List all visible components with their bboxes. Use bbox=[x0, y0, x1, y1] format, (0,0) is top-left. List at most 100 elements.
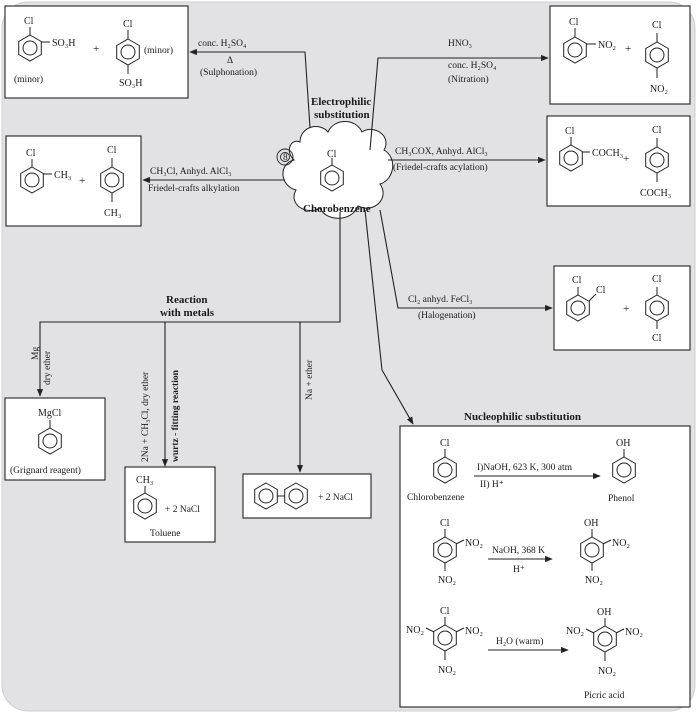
svg-text:Chlorobenzene: Chlorobenzene bbox=[407, 493, 465, 503]
svg-text:CH₃: CH₃ bbox=[104, 208, 121, 219]
chlorobenzene-cloud: 8 Cl Chorobenzene bbox=[276, 121, 394, 219]
svg-text:Picric acid: Picric acid bbox=[584, 691, 625, 701]
svg-text:+: + bbox=[623, 303, 629, 315]
grignard-product-box bbox=[4, 397, 106, 481]
nucleophilic-reactions: Cl Chlorobenzene I)NaOH, 623 K, 300 atm … bbox=[399, 425, 691, 708]
svg-text:OH: OH bbox=[597, 607, 611, 618]
svg-text:+ 2 NaCl: + 2 NaCl bbox=[165, 505, 200, 515]
svg-text:NO₂: NO₂ bbox=[625, 627, 643, 638]
svg-text:Cl: Cl bbox=[24, 16, 34, 27]
svg-text:Cl: Cl bbox=[652, 333, 662, 344]
svg-text:Cl: Cl bbox=[565, 126, 575, 137]
svg-text:dry ether: dry ether bbox=[43, 350, 53, 385]
svg-text:+: + bbox=[79, 175, 85, 187]
svg-text:OH: OH bbox=[584, 518, 598, 529]
svg-text:Toluene: Toluene bbox=[150, 529, 180, 539]
svg-text:+: + bbox=[623, 153, 629, 165]
svg-text:conc. H₂SO₄: conc. H₂SO₄ bbox=[448, 61, 496, 71]
svg-text:conc. H₂SO₄: conc. H₂SO₄ bbox=[198, 39, 246, 49]
svg-text:+ 2 NaCl: + 2 NaCl bbox=[318, 493, 353, 503]
svg-text:Cl: Cl bbox=[440, 606, 450, 617]
svg-text:SO₃H: SO₃H bbox=[52, 38, 76, 49]
svg-text:NO₂: NO₂ bbox=[438, 575, 456, 586]
header-metals-1: Reaction bbox=[166, 294, 208, 306]
header-electrophilic-2: substitution bbox=[314, 109, 370, 121]
grignard-reaction: Mg dry ether MgCl (Grignard reagent) bbox=[4, 347, 106, 481]
center-marker: 8 bbox=[283, 153, 288, 163]
svg-text:Na + ether: Na + ether bbox=[305, 359, 315, 400]
svg-text:H₂O (warm): H₂O (warm) bbox=[496, 636, 543, 647]
svg-text:NO₂: NO₂ bbox=[566, 626, 584, 637]
svg-text:NO₂: NO₂ bbox=[406, 625, 424, 636]
svg-text:CH₃: CH₃ bbox=[54, 170, 71, 181]
arrow-to-halogenation bbox=[379, 209, 553, 312]
svg-text:COCH₃: COCH₃ bbox=[592, 148, 623, 159]
svg-text:2Na + CH₃Cl, dry ether: 2Na + CH₃Cl, dry ether bbox=[141, 371, 151, 462]
nitration-product-box bbox=[549, 5, 691, 105]
svg-text:NO₂: NO₂ bbox=[585, 575, 603, 586]
svg-text:Cl₂ anhyd. FeCl₃: Cl₂ anhyd. FeCl₃ bbox=[408, 295, 472, 305]
svg-text:Mg: Mg bbox=[31, 347, 41, 360]
nitration-reaction: HNO₃ conc. H₂SO₄ (Nitration) Cl NO₂ + Cl… bbox=[369, 5, 691, 151]
svg-text:NaOH, 368 K: NaOH, 368 K bbox=[492, 546, 545, 556]
svg-text:NO₂: NO₂ bbox=[598, 666, 616, 677]
svg-text:Cl: Cl bbox=[26, 148, 36, 159]
svg-text:Cl: Cl bbox=[652, 274, 662, 285]
svg-text:(Nitration): (Nitration) bbox=[448, 74, 489, 85]
svg-text:MgCl: MgCl bbox=[38, 408, 62, 419]
svg-text:NO₂: NO₂ bbox=[465, 538, 483, 549]
header-metals-2: with metals bbox=[160, 307, 215, 319]
svg-text:COCH₃: COCH₃ bbox=[640, 188, 671, 199]
svg-text:(Halogenation): (Halogenation) bbox=[418, 310, 476, 321]
svg-text:+: + bbox=[625, 43, 631, 55]
svg-text:Cl: Cl bbox=[107, 145, 117, 156]
svg-text:NO₂: NO₂ bbox=[612, 538, 630, 549]
svg-text:CH₃: CH₃ bbox=[136, 475, 153, 486]
svg-text:NO₂: NO₂ bbox=[438, 665, 456, 676]
nucleophilic-box bbox=[399, 425, 691, 708]
svg-text:Cl: Cl bbox=[572, 275, 582, 286]
center-title: Chorobenzene bbox=[303, 203, 371, 215]
svg-text:(minor): (minor) bbox=[14, 74, 43, 85]
svg-text:NO₂: NO₂ bbox=[598, 40, 616, 51]
svg-text:Cl: Cl bbox=[569, 17, 579, 28]
alkylation-reaction: CH₃Cl, Anhyd. AlCl₃ Friedel-crafts alkyl… bbox=[5, 135, 285, 227]
svg-text:(Grignard reagent): (Grignard reagent) bbox=[10, 465, 81, 476]
svg-text:Cl: Cl bbox=[440, 438, 450, 449]
svg-text:(Sulphonation): (Sulphonation) bbox=[200, 67, 257, 78]
svg-text:CH₃COX, Anhyd. AlCl₃: CH₃COX, Anhyd. AlCl₃ bbox=[395, 147, 488, 157]
arrow-to-nucleophilic bbox=[364, 209, 414, 425]
svg-text:Δ: Δ bbox=[227, 56, 233, 66]
svg-text:Cl: Cl bbox=[123, 19, 133, 30]
svg-text:+: + bbox=[93, 43, 99, 55]
toluene-product-box bbox=[124, 466, 216, 543]
header-nucleophilic: Nucleophilic substitution bbox=[464, 411, 581, 423]
svg-text:Cl: Cl bbox=[596, 285, 606, 296]
acylation-product-box bbox=[546, 115, 691, 207]
arrow-to-sulphonation bbox=[189, 48, 311, 129]
spiral-icon bbox=[276, 148, 294, 166]
svg-text:HNO₃: HNO₃ bbox=[448, 39, 472, 49]
svg-text:Cl: Cl bbox=[440, 518, 450, 529]
svg-text:I)NaOH, 623 K, 300 atm: I)NaOH, 623 K, 300 atm bbox=[477, 462, 573, 473]
arrow-to-nitration bbox=[369, 54, 549, 151]
svg-text:wurtz - fitting reaction: wurtz - fitting reaction bbox=[171, 369, 181, 462]
svg-text:(Friedel-crafts acylation): (Friedel-crafts acylation) bbox=[393, 162, 488, 173]
halogenation-reaction: Cl₂ anhyd. FeCl₃ (Halogenation) Cl Cl + … bbox=[379, 209, 691, 351]
svg-text:Phenol: Phenol bbox=[608, 494, 635, 504]
svg-text:SO₃H: SO₃H bbox=[119, 78, 143, 89]
halogenation-product-box bbox=[553, 265, 691, 351]
arrow-to-grignard bbox=[36, 212, 341, 397]
svg-text:Friedel-crafts alkylation: Friedel-crafts alkylation bbox=[148, 183, 240, 194]
wurtz-fittig-reaction: 2Na + CH₃Cl, dry ether wurtz - fitting r… bbox=[124, 369, 216, 543]
svg-text:OH: OH bbox=[616, 438, 630, 449]
fittig-reaction: Na + ether + 2 NaCl bbox=[242, 359, 372, 519]
svg-text:H⁺: H⁺ bbox=[513, 565, 525, 575]
svg-text:Cl: Cl bbox=[652, 20, 662, 31]
svg-text:CH₃Cl, Anhyd. AlCl₃: CH₃Cl, Anhyd. AlCl₃ bbox=[150, 167, 232, 177]
svg-text:II) H⁺: II) H⁺ bbox=[480, 479, 504, 490]
svg-text:Cl: Cl bbox=[652, 125, 662, 136]
sulphonation-reaction: Cl SO₃H (minor) + Cl SO₃H (minor) conc. … bbox=[4, 5, 311, 129]
